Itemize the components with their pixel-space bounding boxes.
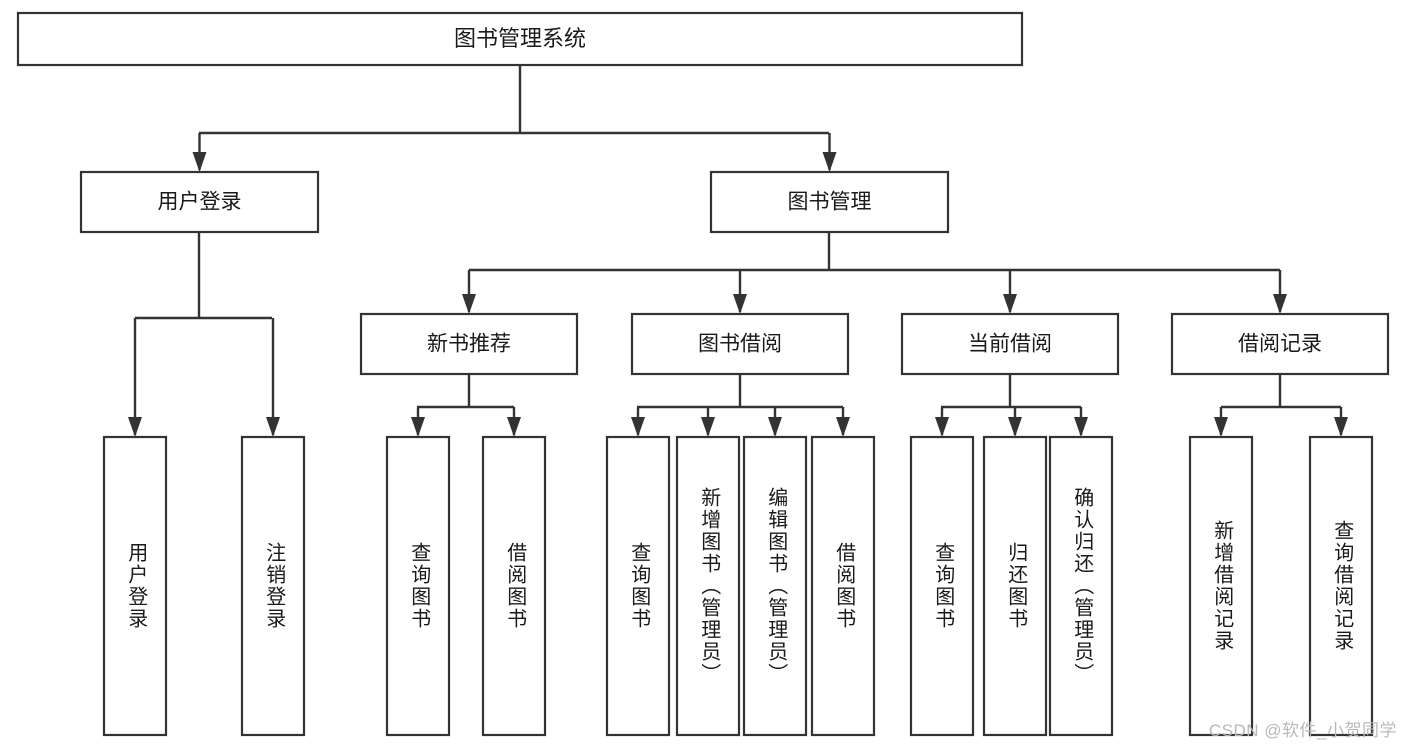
leaf-node-leaf-return-book[interactable] bbox=[982, 435, 1048, 737]
leaf-node-leaf-add-book[interactable] bbox=[675, 435, 741, 737]
level1-node-label-book-manage: 图书管理 bbox=[788, 191, 872, 214]
connectors-layer bbox=[128, 65, 1348, 437]
leaf-node-leaf-user-logout[interactable] bbox=[240, 435, 306, 737]
arrow-down-icon-leaf-user-login bbox=[128, 417, 142, 437]
root-node-root[interactable] bbox=[16, 11, 1024, 67]
arrow-down-icon-book-borrow bbox=[733, 294, 747, 314]
level2-node-new-book-rec[interactable] bbox=[359, 312, 579, 376]
node-boxes-layer bbox=[16, 11, 1390, 737]
arrow-down-icon-leaf-borrow-book-2 bbox=[836, 417, 850, 437]
arrow-down-icon-borrow-record bbox=[1273, 294, 1287, 314]
leaf-node-leaf-query-record[interactable] bbox=[1308, 435, 1374, 737]
leaf-node-leaf-add-record[interactable] bbox=[1188, 435, 1254, 737]
arrow-down-icon-leaf-add-record bbox=[1214, 417, 1228, 437]
arrow-down-icon-user-login bbox=[192, 152, 207, 172]
level2-node-label-book-borrow: 图书借阅 bbox=[698, 333, 782, 356]
leaf-node-leaf-edit-book[interactable] bbox=[742, 435, 808, 737]
arrow-down-icon-leaf-user-logout bbox=[266, 417, 280, 437]
arrow-down-icon-leaf-query-book-1 bbox=[411, 417, 425, 437]
leaf-node-leaf-confirm-return[interactable] bbox=[1048, 435, 1114, 737]
arrow-down-icon-current-borrow bbox=[1003, 294, 1017, 314]
arrow-down-icon-leaf-add-book bbox=[701, 417, 715, 437]
level2-node-label-new-book-rec: 新书推荐 bbox=[427, 333, 511, 356]
leaf-node-leaf-query-book-3[interactable] bbox=[909, 435, 975, 737]
arrow-down-icon-leaf-borrow-book-1 bbox=[507, 417, 521, 437]
arrow-down-icon-leaf-confirm-return bbox=[1074, 417, 1088, 437]
arrow-down-icon-new-book-rec bbox=[462, 294, 476, 314]
arrow-down-icon-leaf-query-record bbox=[1334, 417, 1348, 437]
level2-node-label-borrow-record: 借阅记录 bbox=[1238, 333, 1322, 356]
leaf-node-leaf-query-book-1[interactable] bbox=[385, 435, 451, 737]
level1-node-user-login[interactable] bbox=[79, 170, 320, 234]
level2-node-label-current-borrow: 当前借阅 bbox=[968, 333, 1052, 356]
level2-node-current-borrow[interactable] bbox=[900, 312, 1120, 376]
arrow-down-icon-leaf-query-book-3 bbox=[935, 417, 949, 437]
level1-node-book-manage[interactable] bbox=[709, 170, 950, 234]
leaf-node-leaf-borrow-book-2[interactable] bbox=[810, 435, 876, 737]
leaf-node-leaf-user-login[interactable] bbox=[102, 435, 168, 737]
level2-node-book-borrow[interactable] bbox=[630, 312, 850, 376]
leaf-node-leaf-query-book-2[interactable] bbox=[605, 435, 671, 737]
arrow-down-icon-leaf-query-book-2 bbox=[631, 417, 645, 437]
arrow-down-icon-book-manage bbox=[822, 152, 837, 172]
arrow-down-icon-leaf-edit-book bbox=[768, 417, 782, 437]
root-node-label-root: 图书管理系统 bbox=[454, 26, 586, 51]
leaf-node-leaf-borrow-book-1[interactable] bbox=[481, 435, 547, 737]
csdn-watermark: CSDN @软件_小贺同学 bbox=[1208, 721, 1397, 740]
level2-node-borrow-record[interactable] bbox=[1170, 312, 1390, 376]
level1-node-label-user-login: 用户登录 bbox=[158, 191, 242, 214]
arrow-down-icon-leaf-return-book bbox=[1008, 417, 1022, 437]
